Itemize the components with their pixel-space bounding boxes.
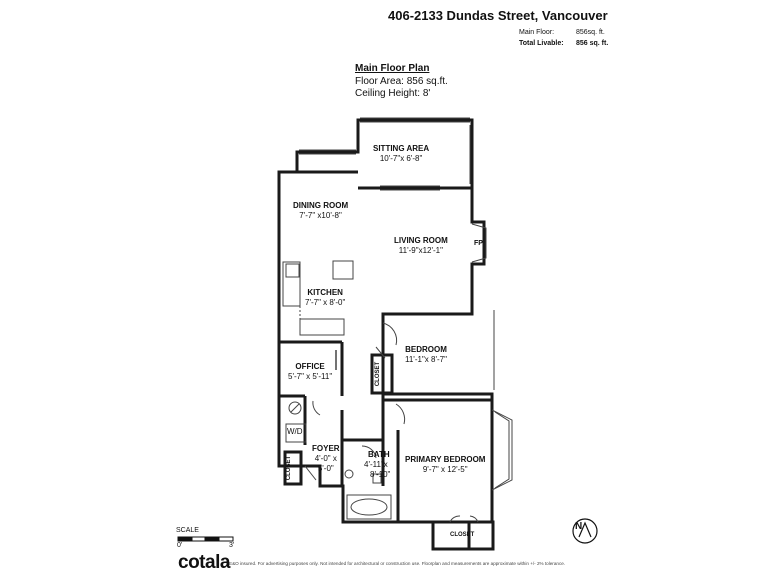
room-dims: 7'-7" x10'-8" — [299, 211, 342, 220]
washer-line — [290, 403, 300, 413]
kitchen-island — [332, 260, 354, 280]
fireplace-outline — [471, 223, 487, 263]
primary-closet-wall — [431, 520, 495, 551]
room-name: KITCHEN — [307, 288, 343, 297]
room-dims: 11'-1"x 8'-7" — [405, 355, 447, 364]
room-name: BATH — [368, 450, 390, 459]
door-swing — [395, 403, 406, 425]
stove — [285, 263, 300, 278]
toilet — [372, 473, 382, 484]
plan-info: Main Floor Plan Floor Area: 856 sq.ft. C… — [355, 63, 448, 101]
bay-window — [491, 409, 513, 491]
door-swing — [304, 465, 317, 481]
north-arrow — [572, 518, 598, 544]
room-dims: 4'-11"x — [364, 460, 388, 469]
foyer-closet-wall — [283, 450, 303, 486]
fireplace-label: FP — [474, 240, 483, 247]
plan-title: Main Floor Plan — [355, 63, 430, 74]
bathtub-basin — [350, 498, 388, 516]
room-dims: 5'-0" — [317, 464, 334, 473]
scale-bar — [177, 536, 234, 542]
door-swing — [449, 515, 461, 523]
room-dims: 5'-7" x 5'-11" — [288, 372, 333, 381]
door-swing — [375, 346, 386, 359]
room-dims: 8'-10" — [370, 470, 391, 479]
bay-window — [494, 411, 510, 489]
washer-symbol — [288, 401, 302, 415]
room-dims: 7'-7" x 8'-0" — [305, 298, 346, 307]
main-floor-value: 856sq. ft. — [576, 29, 605, 36]
door-swing — [382, 322, 398, 346]
kitchen-counter — [282, 261, 301, 307]
room-bath: BATH 4'-11"x 8'-10" — [364, 450, 390, 480]
room-dims: 4'-0" x — [314, 454, 337, 463]
room-primary-bedroom: PRIMARY BEDROOM 9'-7" x 12'-5" — [405, 455, 485, 475]
room-dims: 9'-7" x 12'-5" — [422, 465, 468, 474]
exterior-wall — [277, 118, 494, 551]
room-name: OFFICE — [295, 362, 325, 371]
header-address: 406-2133 Dundas Street, Vancouver — [388, 8, 608, 23]
total-livable-value: 856 sq. ft. — [576, 40, 609, 47]
room-dims: 10'-7"x 6'-8" — [379, 154, 423, 163]
closet-primary-label: CLOSET — [450, 532, 475, 538]
room-name: LIVING ROOM — [394, 236, 448, 245]
washer-dryer-label: W/D — [287, 427, 303, 436]
room-name: FOYER — [312, 444, 340, 453]
wd-box — [285, 423, 307, 443]
room-name: BEDROOM — [405, 345, 447, 354]
room-bedroom: BEDROOM 11'-1"x 8'-7" — [405, 345, 447, 365]
room-name: SITTING AREA — [373, 144, 430, 153]
closet-foyer-label: CLOSET — [286, 455, 293, 481]
bath-sink — [344, 469, 354, 479]
north-label: N — [575, 521, 583, 532]
main-floor-label: Main Floor: — [519, 29, 555, 36]
room-name: PRIMARY BEDROOM — [405, 455, 486, 464]
scale-label: SCALE — [176, 527, 199, 534]
room-dining: DINING ROOM 7'-7" x10'-8" — [293, 201, 348, 221]
scale-three: 3' — [229, 542, 235, 549]
scale-zero: 0' — [177, 542, 183, 549]
total-livable-label: Total Livable: — [519, 40, 564, 47]
bathtub — [346, 494, 392, 520]
door-swing — [361, 445, 377, 459]
room-sitting-area: SITTING AREA 10'-7"x 6'-8" — [373, 144, 429, 164]
door-swing — [469, 515, 479, 523]
closet-bedroom-label: CLOSET — [375, 361, 382, 387]
floor-area: Floor Area: 856 sq.ft. — [355, 75, 448, 87]
disclaimer: E&O insured. For advertising purposes on… — [229, 561, 566, 566]
cotala-logo: cotala — [178, 552, 230, 573]
kitchen-counter — [299, 318, 345, 336]
room-kitchen: KITCHEN 7'-7" x 8'-0" — [305, 288, 345, 308]
ceiling-height: Ceiling Height: 8' — [355, 88, 431, 99]
room-name: DINING ROOM — [293, 201, 349, 210]
room-living: LIVING ROOM 11'-9"x12'-1" — [394, 236, 448, 256]
room-dims: 11'-9"x12'-1" — [398, 246, 443, 255]
door-swing — [312, 400, 321, 416]
room-foyer: FOYER 4'-0" x 5'-0" — [312, 444, 340, 474]
room-office: OFFICE 5'-7" x 5'-11" — [288, 362, 332, 382]
